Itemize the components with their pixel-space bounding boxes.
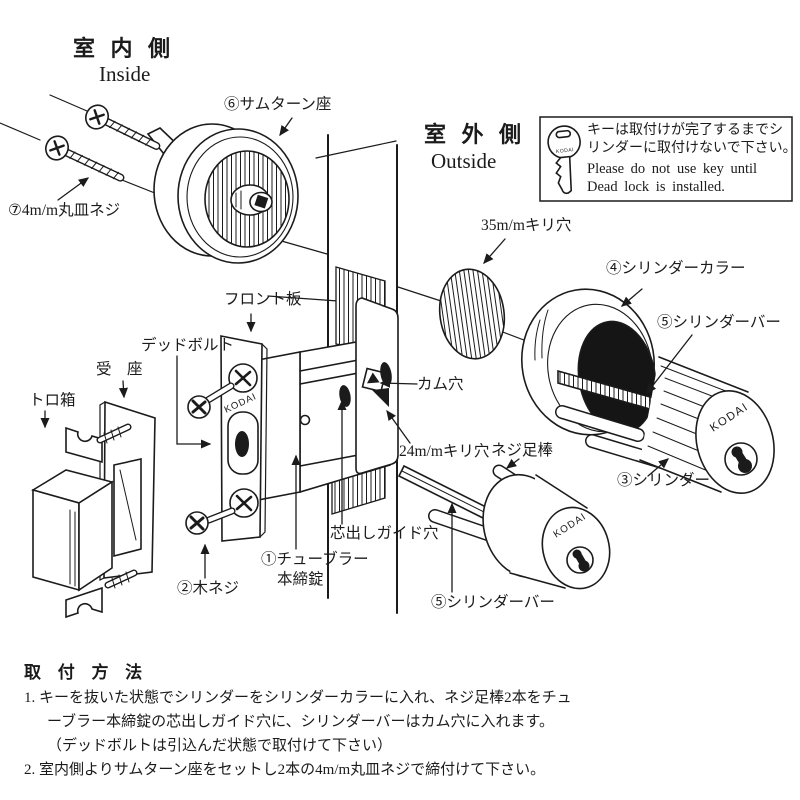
shadow-wedge bbox=[372, 388, 389, 407]
round-screw-2 bbox=[45, 135, 125, 182]
label-guide-hole: 芯出しガイド穴 bbox=[330, 525, 439, 542]
label-thumbturn-seat: ⑥サムターン座 bbox=[224, 96, 332, 113]
label-tubular-line1: ①チューブラー bbox=[261, 551, 369, 568]
instruction-step1-line3: （デッドボルトは引込んだ状態で取付けて下さい） bbox=[47, 738, 393, 754]
plate-screw-bottom bbox=[185, 488, 259, 535]
instructions-heading: 取 付 方 法 bbox=[24, 663, 149, 682]
label-cylinder-bar-bottom: ⑤シリンダーバー bbox=[431, 594, 555, 611]
label-cylinder-bar-top: ⑤シリンダーバー bbox=[657, 314, 781, 331]
front-plate: KODAI bbox=[185, 335, 268, 542]
inside-label-jp: 室 内 側 bbox=[73, 36, 176, 61]
label-dead-bolt: デッドボルト bbox=[141, 337, 235, 354]
keyhole bbox=[731, 446, 752, 473]
notice-en-line2: Dead lock is installed. bbox=[587, 179, 725, 195]
label-cylinder-collar: ④シリンダーカラー bbox=[606, 260, 746, 277]
label-hole-24mm: 24m/mキリ穴 bbox=[399, 443, 490, 460]
hole-35mm bbox=[438, 268, 506, 360]
mortar-box bbox=[31, 423, 138, 619]
label-cylinder: ③シリンダー bbox=[617, 472, 711, 489]
label-strike: 受 座 bbox=[96, 361, 143, 378]
outside-label-jp: 室 外 側 bbox=[424, 122, 527, 147]
strike-screw-bottom bbox=[104, 569, 138, 589]
square-socket bbox=[254, 194, 269, 209]
cylinder-rear-assembly: KODAI bbox=[397, 464, 611, 590]
strike-plate bbox=[99, 400, 156, 581]
label-mortar-box: トロ箱 bbox=[29, 392, 76, 409]
notice-jp-line2: リンダーに取付けないで下さい。 bbox=[587, 141, 797, 156]
label-wood-screw: ②木ネジ bbox=[177, 580, 240, 597]
strike-screw-top bbox=[96, 423, 132, 444]
dead-bolt-visible bbox=[235, 431, 249, 457]
round-screw-1 bbox=[85, 104, 161, 150]
label-tubular-line2: 本締錠 bbox=[277, 571, 324, 588]
outside-label-en: Outside bbox=[431, 149, 497, 173]
notice-en-line1: Please do not use key until bbox=[587, 161, 758, 177]
label-hole-35mm: 35m/mキリ穴 bbox=[481, 217, 572, 234]
instruction-step1-line1: 1. キーを抜いた状態でシリンダーをシリンダーカラーに入れ、ネジ足棒2本をチュ bbox=[24, 690, 572, 706]
key-icon: KODAI bbox=[547, 125, 581, 195]
inside-label-en: Inside bbox=[99, 62, 151, 86]
guide-hole-front bbox=[299, 414, 311, 426]
plate-screw-top bbox=[187, 363, 258, 419]
notice-jp-line1: キーは取付けが完了するまでシ bbox=[587, 123, 783, 138]
instruction-step1-line2: ーブラー本締錠の芯出しガイド穴に、シリンダーバーはカム穴に入れます。 bbox=[47, 714, 555, 730]
label-round-screw: ⑦4m/m丸皿ネジ bbox=[8, 202, 121, 219]
key-notice-box: KODAI bbox=[539, 116, 793, 202]
instruction-step2: 2. 室内側よりサムターン座をセットし2本の4m/m丸皿ネジで締付けて下さい。 bbox=[24, 762, 546, 778]
thumbturn-assembly bbox=[146, 123, 299, 264]
leader-arrows bbox=[40, 117, 693, 593]
keyhole-rear bbox=[572, 549, 590, 572]
label-leg-rod: ネジ足棒 bbox=[491, 442, 554, 459]
key-brand: KODAI bbox=[556, 147, 575, 155]
label-front-plate: フロント板 bbox=[224, 291, 302, 308]
label-cam-hole: カム穴 bbox=[417, 376, 464, 393]
